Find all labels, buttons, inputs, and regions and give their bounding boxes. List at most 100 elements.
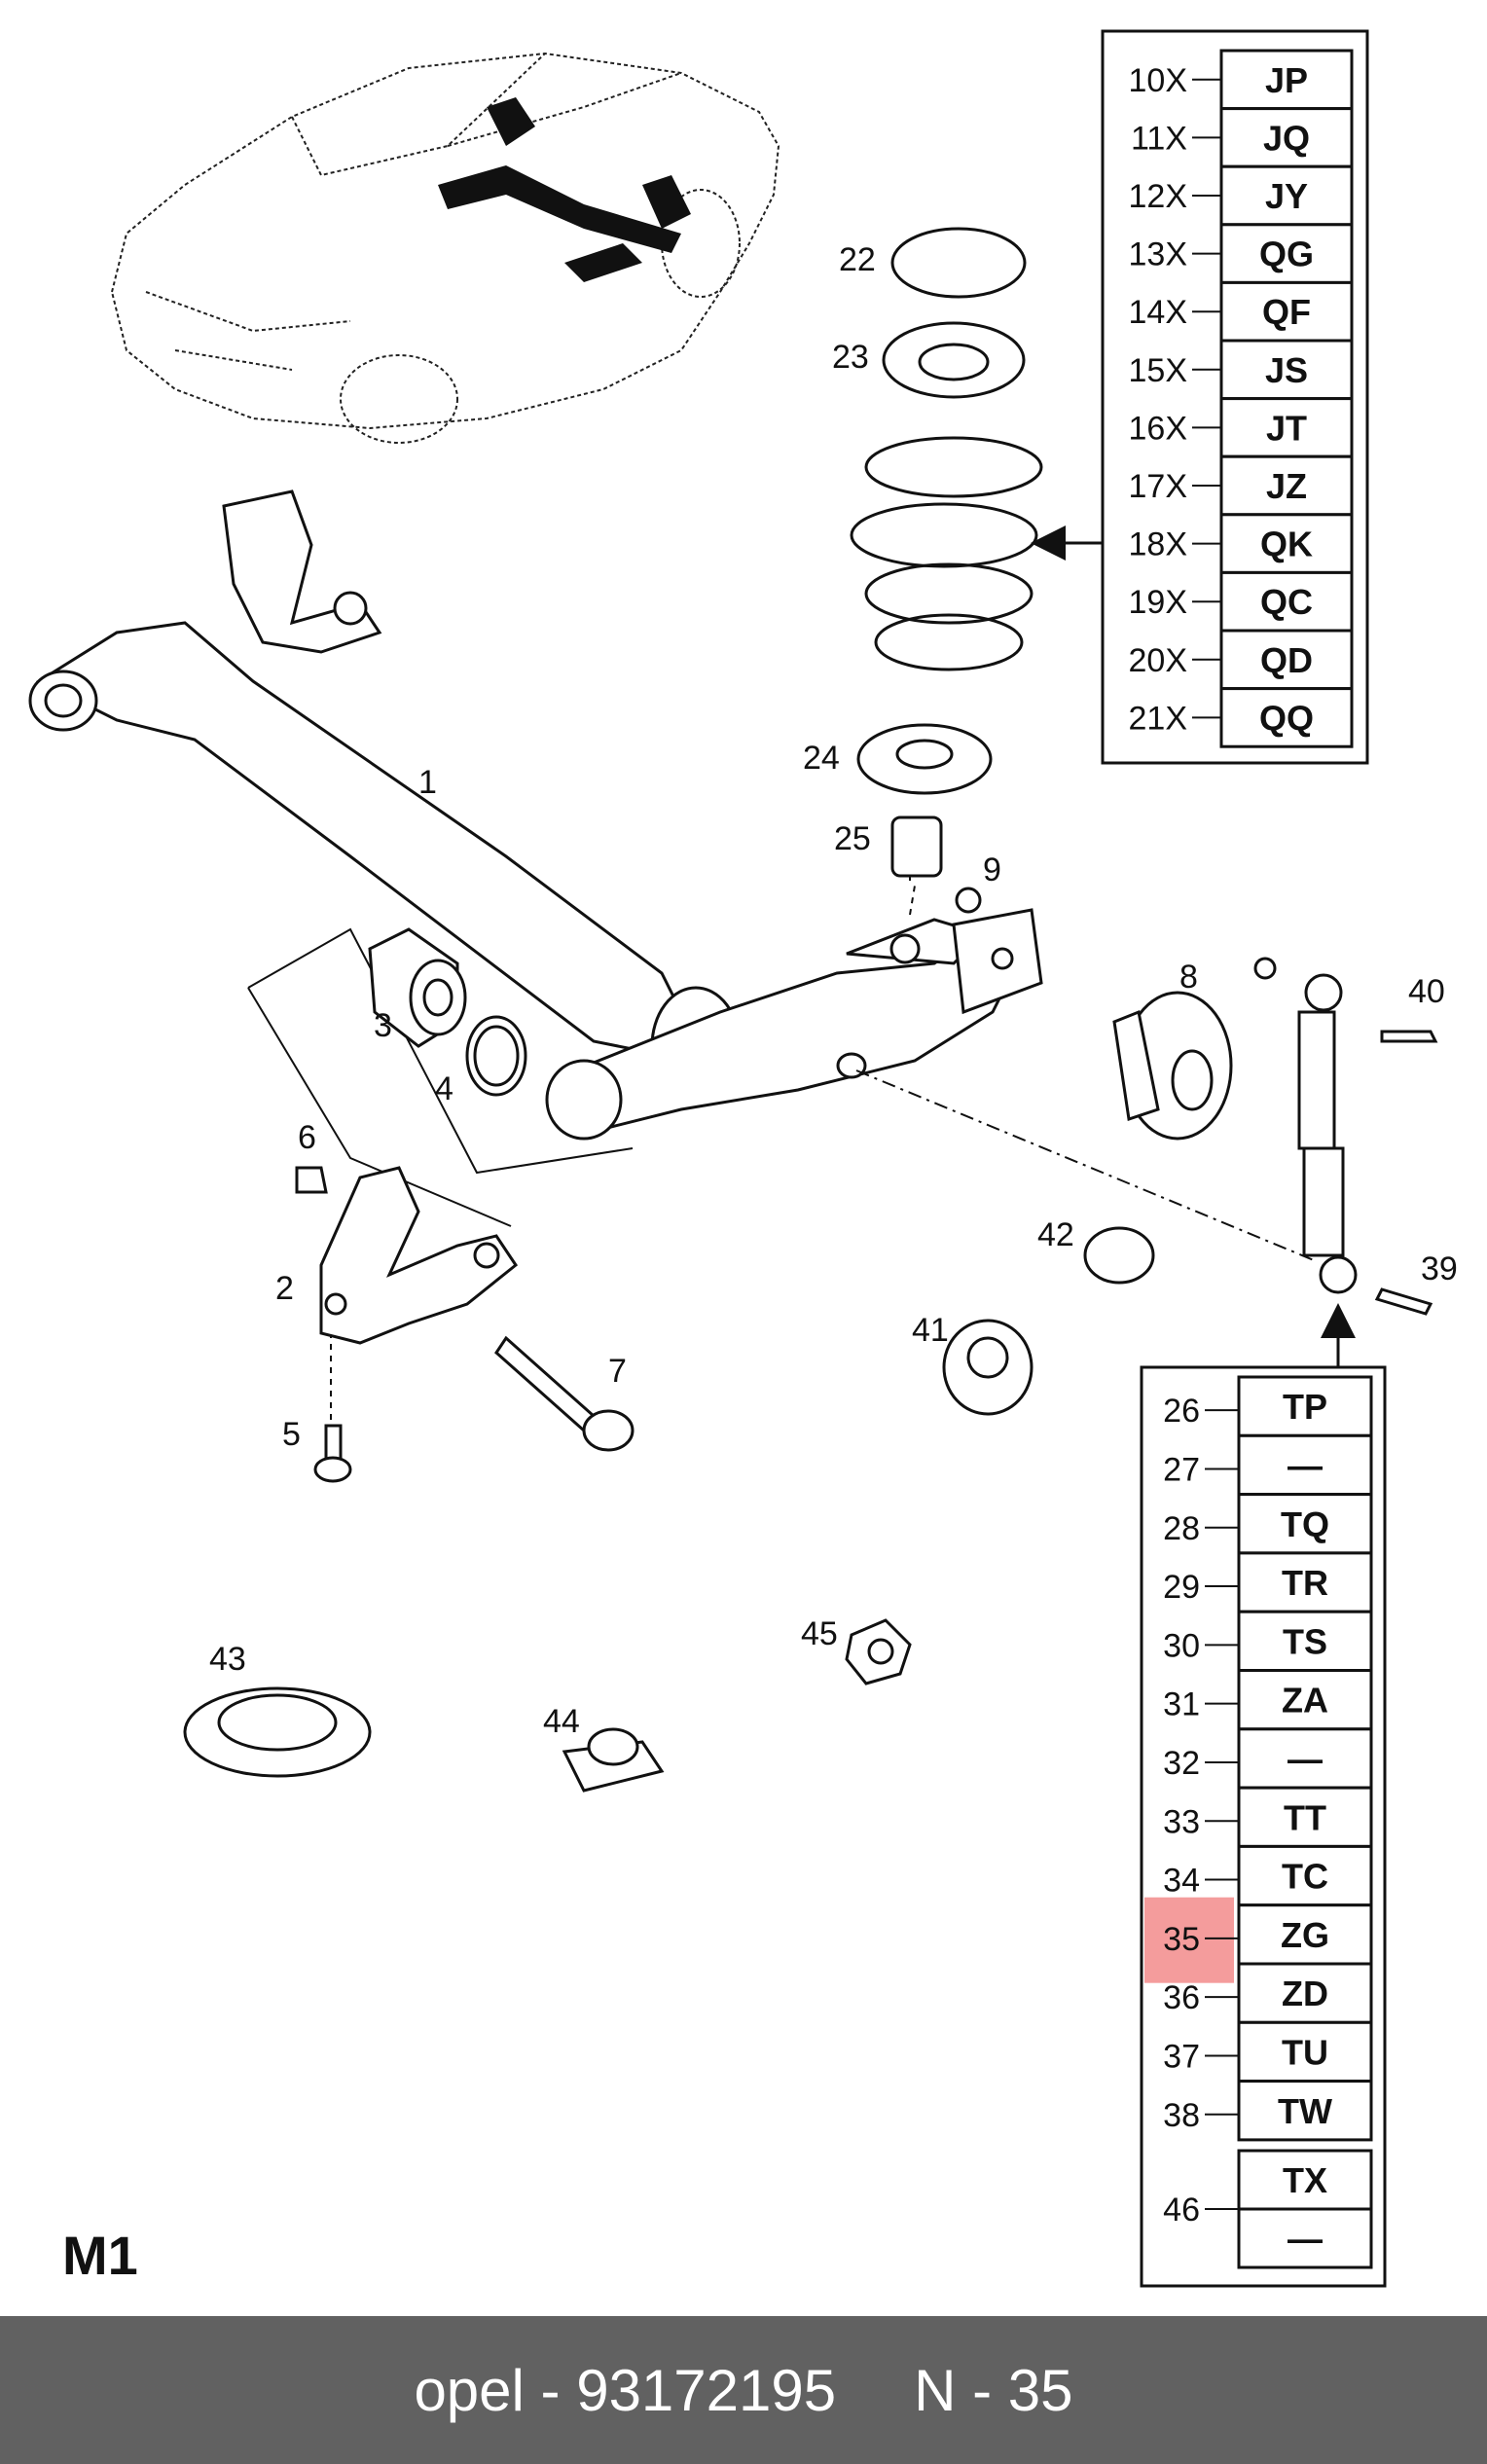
shock-extra-ref: 46 bbox=[1163, 2192, 1200, 2228]
callout-8: 8 bbox=[1179, 959, 1198, 996]
shock-code-cell bbox=[1237, 1610, 1373, 1672]
spring-ref-label: 13X bbox=[1129, 236, 1188, 273]
spring-ref-label: 11X bbox=[1131, 120, 1187, 157]
shock-ref-label: 26 bbox=[1163, 1393, 1200, 1430]
callout-22: 22 bbox=[839, 241, 876, 278]
footer-part-number: opel - 93172195 bbox=[414, 2357, 837, 2423]
callout-43: 43 bbox=[209, 1641, 246, 1678]
shock-extra-code: — bbox=[1288, 2219, 1323, 2259]
spring-code-cell bbox=[1219, 49, 1354, 111]
page-code: M1 bbox=[62, 2225, 138, 2286]
callout-1: 1 bbox=[418, 764, 437, 801]
spring-code-label: JS bbox=[1265, 350, 1308, 390]
callout-2: 2 bbox=[275, 1270, 294, 1307]
shock-code-label: — bbox=[1288, 1445, 1323, 1485]
spring-ref-label: 12X bbox=[1129, 178, 1188, 215]
bushing-part bbox=[368, 927, 527, 1097]
shock-code-label: TR bbox=[1282, 1563, 1328, 1603]
spring-ref-label: 17X bbox=[1129, 468, 1188, 505]
shock-code-label: TP bbox=[1283, 1387, 1327, 1427]
spring-ref-label: 21X bbox=[1129, 700, 1188, 737]
spring-code-cell bbox=[1219, 339, 1354, 401]
shock-code-label: ZD bbox=[1282, 1974, 1328, 2013]
spring-code-cell bbox=[1219, 570, 1354, 633]
assembly-guide-lines bbox=[247, 856, 1315, 1421]
car-illustration bbox=[110, 52, 780, 444]
callout-23: 23 bbox=[832, 339, 869, 376]
spring-code-label: JZ bbox=[1266, 466, 1307, 506]
callout-7: 7 bbox=[608, 1353, 627, 1390]
shock-code-label: ZG bbox=[1281, 1915, 1329, 1955]
spring-code-label: JT bbox=[1266, 408, 1307, 448]
callout-40: 40 bbox=[1408, 973, 1445, 1010]
spring-ref-label: 14X bbox=[1129, 294, 1188, 331]
shock-code-cell bbox=[1237, 1844, 1373, 1907]
shock-code-cell bbox=[1237, 1433, 1373, 1497]
bracket-part bbox=[295, 1166, 635, 1483]
spring-code-cell bbox=[1219, 629, 1354, 691]
spring-code-cell bbox=[1219, 397, 1354, 458]
shock-ref-label: 35 bbox=[1163, 1921, 1200, 1958]
spring-stack bbox=[850, 227, 1043, 878]
spring-code-label: JQ bbox=[1263, 118, 1310, 158]
shock-code-label: TW bbox=[1278, 2091, 1332, 2131]
shock-absorber bbox=[1253, 957, 1438, 1316]
spring-ref-label: 20X bbox=[1129, 642, 1188, 679]
shock-ref-label: 38 bbox=[1163, 2097, 1200, 2134]
shock-ref-label: 37 bbox=[1163, 2038, 1200, 2075]
footer-position: N - 35 bbox=[914, 2357, 1073, 2423]
shock-code-label: TC bbox=[1282, 1857, 1328, 1897]
callout-9: 9 bbox=[983, 852, 1001, 888]
shock-code-cell bbox=[1237, 1786, 1373, 1848]
highlight-marker bbox=[1144, 1897, 1234, 1983]
hub-part bbox=[955, 887, 1233, 1141]
shock-code-cell bbox=[1237, 1903, 1373, 1966]
shock-code-label: — bbox=[1288, 1739, 1323, 1779]
shock-ref-label: 32 bbox=[1163, 1745, 1200, 1782]
spring-code-label: QD bbox=[1260, 640, 1313, 680]
spring-code-label: QC bbox=[1260, 582, 1313, 622]
callout-25: 25 bbox=[834, 820, 871, 857]
spring-ref-label: 10X bbox=[1129, 62, 1188, 99]
callout-24: 24 bbox=[803, 740, 840, 777]
callout-45: 45 bbox=[801, 1615, 838, 1652]
rear-axle-beam bbox=[28, 489, 1043, 1141]
shock-code-cell bbox=[1237, 2080, 1373, 2142]
spring-code-label: JY bbox=[1265, 176, 1308, 216]
spring-ref-label: 19X bbox=[1129, 584, 1188, 621]
spring-code-label: QK bbox=[1260, 525, 1313, 564]
shock-code-cell bbox=[1237, 1962, 1373, 2024]
shock-ref-label: 36 bbox=[1163, 1979, 1200, 2016]
shock-code-label: TT bbox=[1284, 1797, 1326, 1837]
callout-6: 6 bbox=[298, 1119, 316, 1156]
loose-parts bbox=[183, 1226, 1155, 1793]
shock-ref-label: 34 bbox=[1163, 1863, 1200, 1900]
spring-code-label: QF bbox=[1262, 292, 1311, 332]
callout-3: 3 bbox=[374, 1007, 392, 1044]
shock-code-label: TQ bbox=[1281, 1504, 1329, 1544]
shock-code-cell bbox=[1237, 1493, 1373, 1555]
spring-ref-label: 15X bbox=[1129, 352, 1188, 389]
shock-ref-label: 28 bbox=[1163, 1510, 1200, 1547]
spring-ref-label: 16X bbox=[1129, 410, 1188, 447]
car-rear-axle-highlight bbox=[438, 97, 691, 282]
spring-ref-label: 18X bbox=[1129, 526, 1188, 563]
spring-code-label: QQ bbox=[1259, 698, 1314, 738]
footer-bar: opel - 93172195 N - 35 bbox=[0, 2316, 1487, 2464]
callout-5: 5 bbox=[282, 1416, 301, 1453]
shock-code-label: TS bbox=[1283, 1621, 1327, 1661]
spring-code-label: JP bbox=[1265, 60, 1308, 100]
shock-ref-label: 29 bbox=[1163, 1569, 1200, 1606]
shock-code-cell bbox=[1237, 1669, 1373, 1731]
callout-labels: 1 2 3 4 5 6 7 8 9 22 23 24 25 39 40 41 4… bbox=[209, 241, 1458, 1740]
shock-ref-label: 30 bbox=[1163, 1627, 1200, 1664]
callout-41: 41 bbox=[912, 1312, 949, 1349]
shock-ref-label: 33 bbox=[1163, 1803, 1200, 1840]
shock-extra-code: TX bbox=[1283, 2160, 1327, 2200]
shock-ref-label: 31 bbox=[1163, 1686, 1200, 1723]
callout-4: 4 bbox=[435, 1070, 453, 1107]
shock-code-label: ZA bbox=[1282, 1681, 1328, 1721]
